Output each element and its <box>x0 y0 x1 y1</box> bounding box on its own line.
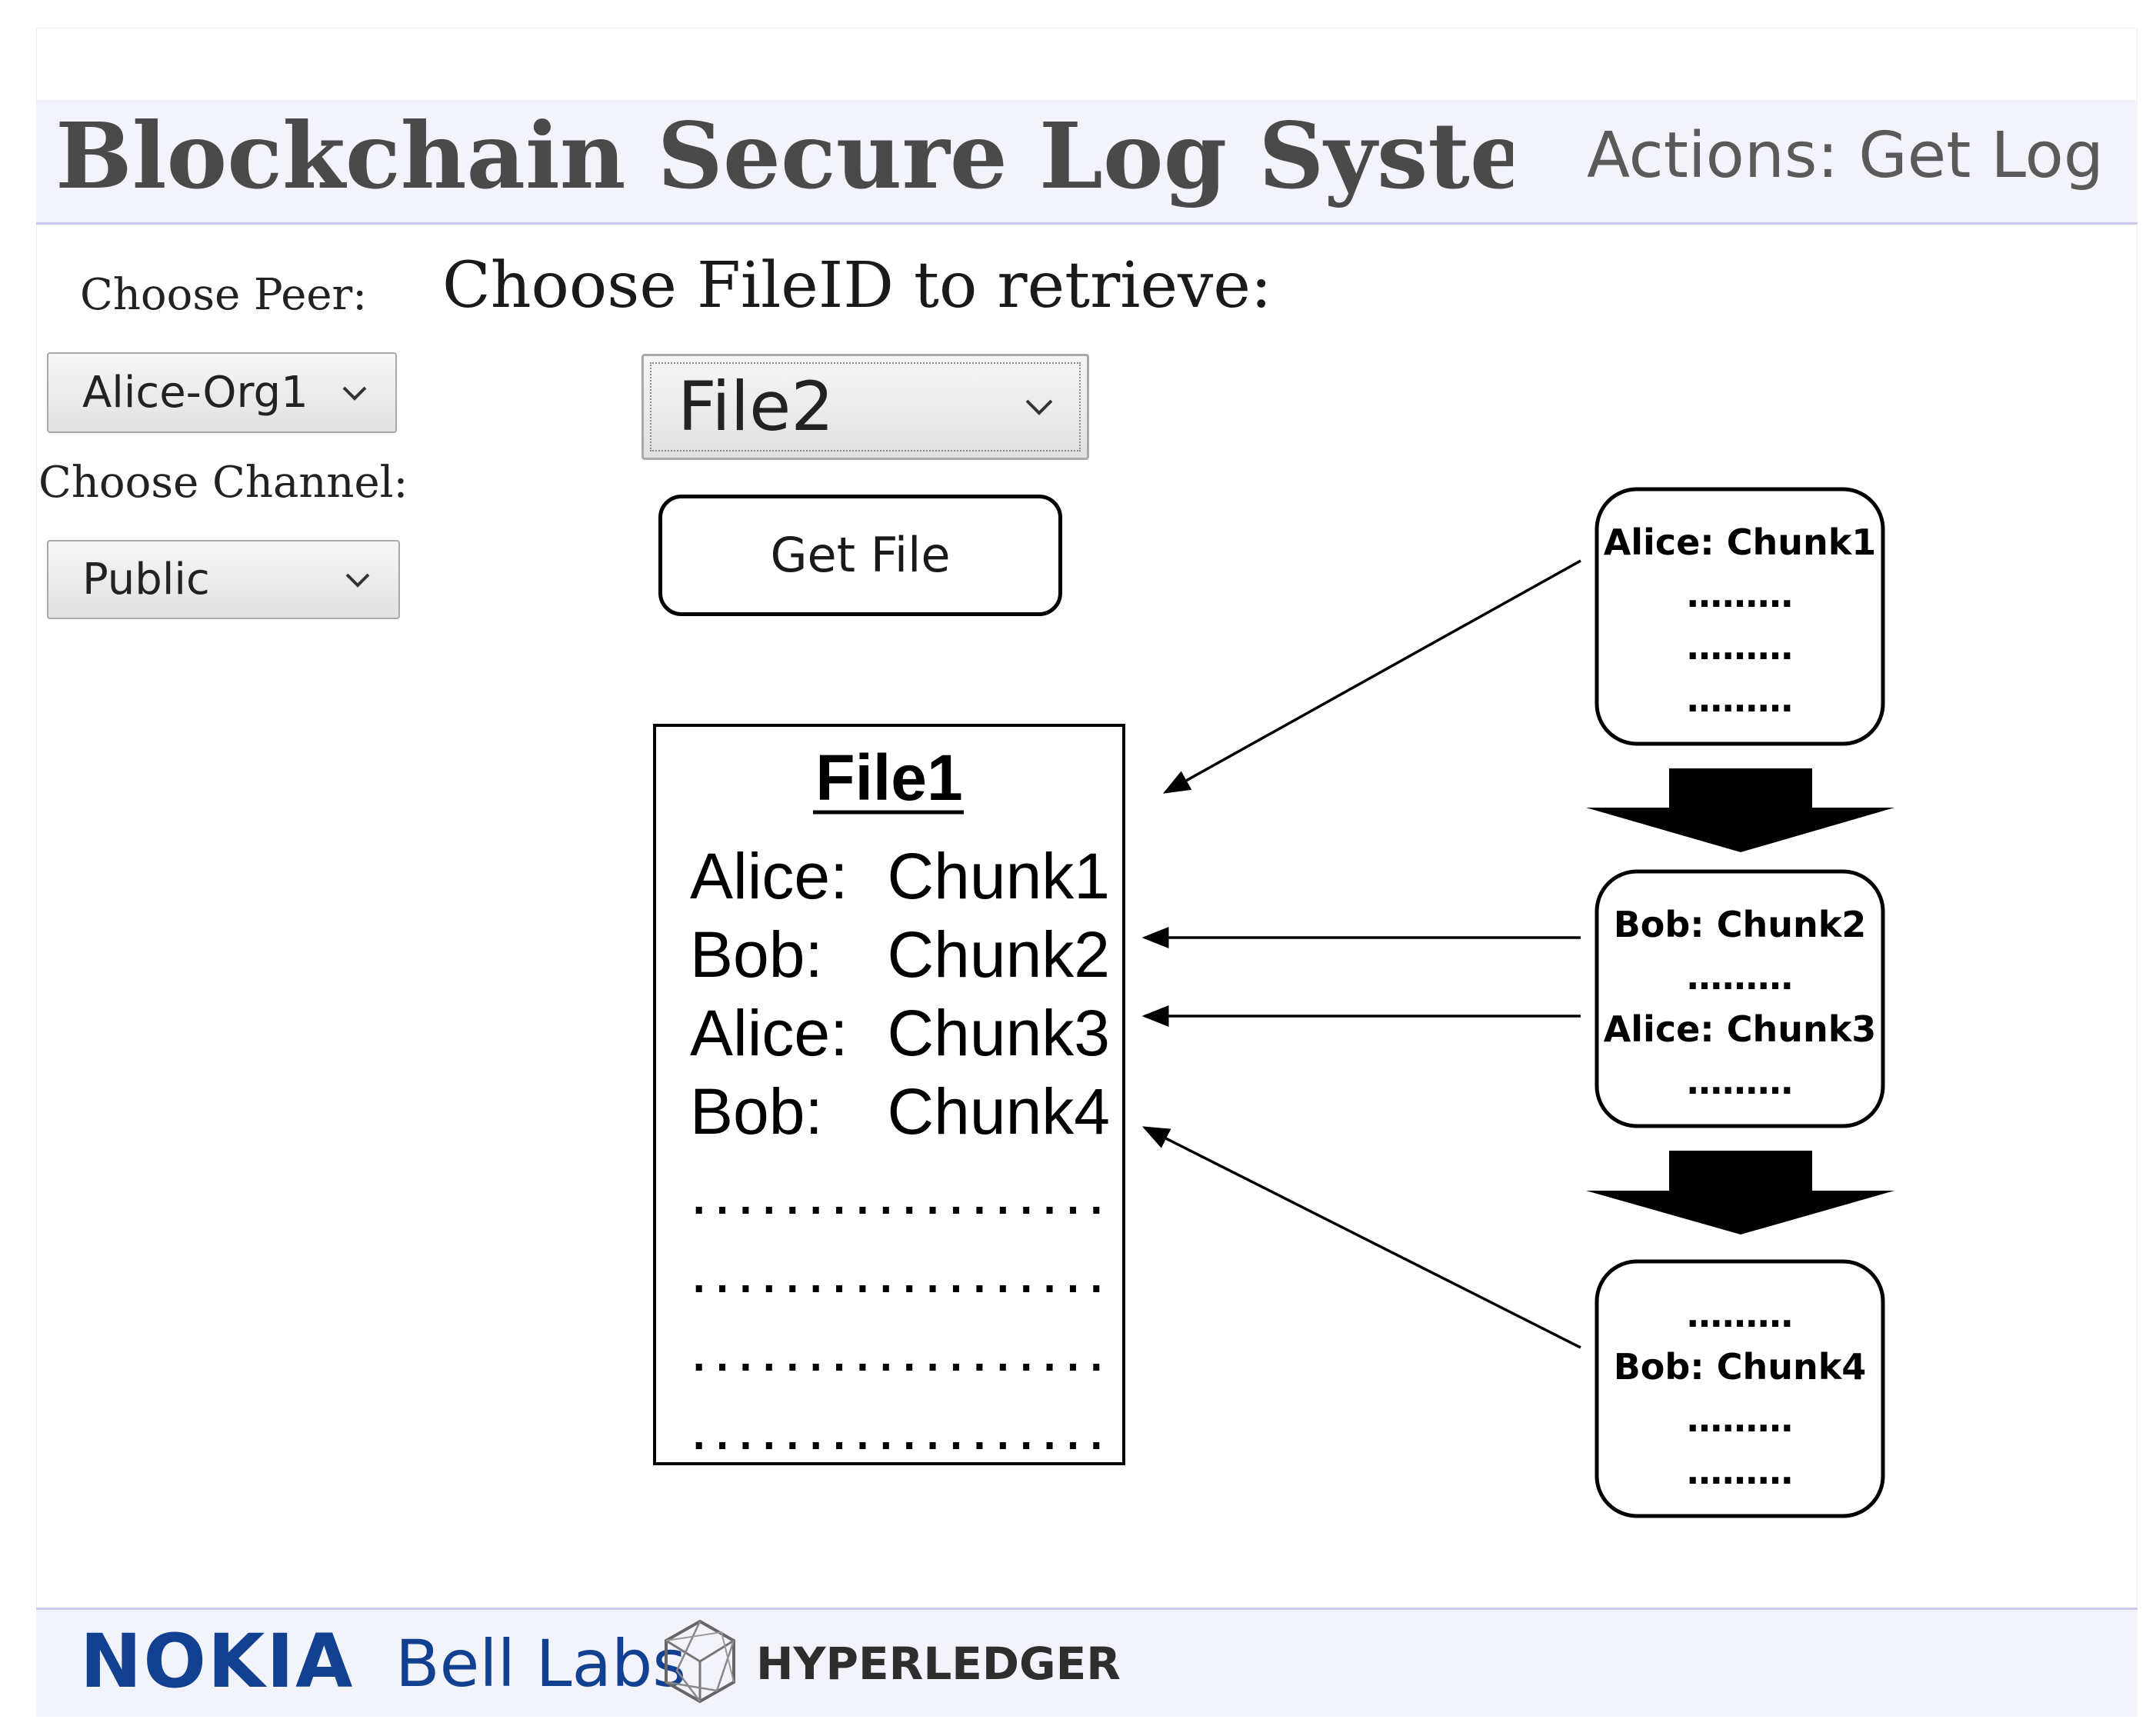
chevron-down-icon <box>345 573 370 588</box>
bell-labs-logo: Bell Labs <box>395 1626 687 1701</box>
file-panel-title: File1 <box>815 741 962 814</box>
file-id-select[interactable]: File2 <box>641 354 1089 460</box>
block-line: ……… <box>1687 1061 1793 1102</box>
arrow-chunk4 <box>1141 1126 1581 1349</box>
file-id-label: Choose FileID to retrieve: <box>442 249 1272 322</box>
channel-select-value: Public <box>82 555 210 605</box>
block-3 <box>1595 1259 1885 1518</box>
block-line: Alice: Chunk3 <box>1604 1008 1877 1050</box>
header-bar <box>36 100 2138 225</box>
file-panel <box>653 724 1125 1465</box>
file-row-chunk: Chunk2 <box>887 918 1110 991</box>
get-file-button[interactable]: Get File <box>658 495 1062 616</box>
file-row-owner: Alice: <box>690 997 848 1069</box>
chevron-down-icon <box>1025 399 1053 415</box>
block-line: Alice: Chunk1 <box>1604 521 1877 563</box>
peer-label: Choose Peer: <box>80 270 368 320</box>
file-row-chunk: Chunk4 <box>887 1075 1110 1148</box>
app-title: Blockchain Secure Log System <box>55 102 1513 209</box>
file-row-chunk: Chunk3 <box>887 997 1110 1069</box>
down-arrow-icon <box>1586 768 1894 852</box>
hyperledger-logo-icon <box>665 1619 735 1704</box>
actions-menu[interactable]: Actions: Get Log <box>1587 119 2104 192</box>
down-arrow-icon <box>1586 1151 1894 1235</box>
file-row-chunk: Chunk1 <box>887 840 1110 912</box>
file-row-owner: Bob: <box>690 918 823 991</box>
arrow-chunk1 <box>1162 559 1581 794</box>
peer-select-value: Alice-Org1 <box>82 368 308 418</box>
hyperledger-text: HYPERLEDGER <box>756 1638 1121 1690</box>
block-1 <box>1595 487 1885 746</box>
block-2 <box>1595 869 1885 1128</box>
block-line: ……… <box>1687 1451 1793 1492</box>
block-line: Bob: Chunk2 <box>1614 904 1867 945</box>
file-row-owner: Bob: <box>690 1075 823 1148</box>
peer-select[interactable]: Alice-Org1 <box>47 352 397 433</box>
file-row-owner: Alice: <box>690 840 848 912</box>
channel-select[interactable]: Public <box>47 540 400 619</box>
block-line: ……… <box>1687 626 1793 668</box>
block-line: ……… <box>1687 678 1793 720</box>
file-id-select-value: File2 <box>678 367 835 446</box>
block-line: Bob: Chunk4 <box>1614 1346 1867 1388</box>
block-line: ……… <box>1687 1398 1793 1440</box>
block-line: ……… <box>1687 956 1793 998</box>
footer-bar <box>36 1608 2138 1717</box>
block-line: ……… <box>1687 1294 1793 1335</box>
block-line: ……… <box>1687 574 1793 615</box>
channel-label: Choose Channel: <box>38 458 408 508</box>
nokia-logo: NOKIA <box>80 1618 355 1704</box>
chevron-down-icon <box>342 386 367 401</box>
